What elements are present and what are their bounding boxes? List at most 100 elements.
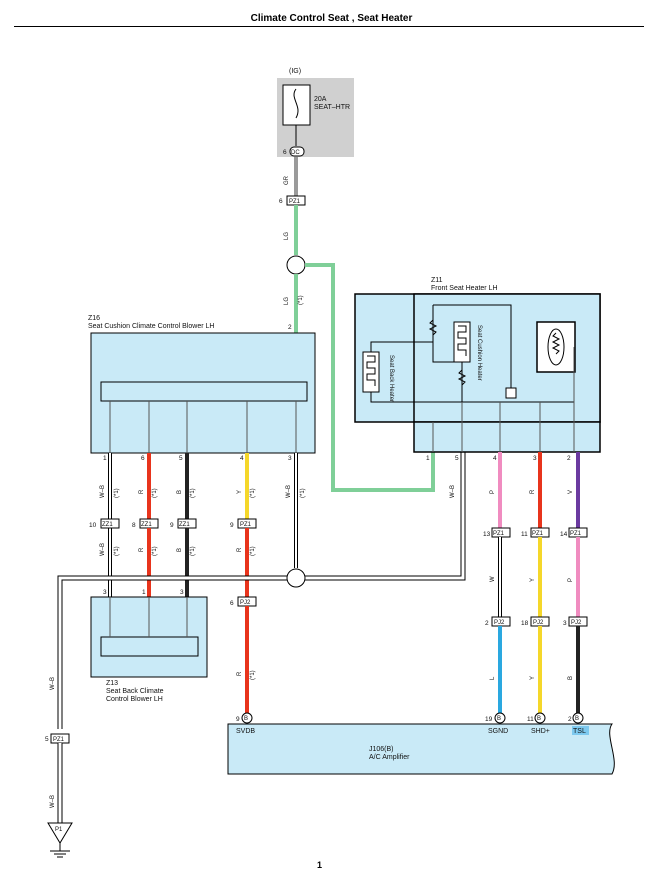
wire-lg-z11	[305, 263, 435, 492]
svg-text:W–B: W–B	[100, 543, 106, 556]
svg-text:PJ2: PJ2	[240, 600, 251, 606]
connector-pj2-6: 6 PJ2	[230, 596, 257, 607]
svg-text:Z13: Z13	[106, 680, 118, 687]
svg-text:W: W	[490, 576, 496, 582]
svg-text:Y: Y	[530, 676, 536, 680]
connector-zz1-8: 8 ZZ1	[132, 518, 159, 529]
svg-text:B: B	[537, 716, 541, 722]
svg-text:11: 11	[521, 531, 528, 538]
ground-p1: P1	[47, 822, 73, 858]
svg-text:19: 19	[485, 716, 493, 723]
page-title: Climate Control Seat , Seat Heater	[250, 13, 413, 24]
junction-top	[286, 255, 306, 275]
svg-text:W–B: W–B	[50, 677, 56, 690]
connector-pz1-9: 9 PZ1	[230, 518, 257, 529]
svg-text:3: 3	[103, 589, 107, 596]
svg-text:(*1): (*1)	[190, 488, 196, 498]
svg-text:B: B	[177, 548, 183, 552]
svg-text:SHD+: SHD+	[531, 728, 550, 735]
svg-text:Y: Y	[530, 578, 536, 582]
seat-cushion-heater-icon	[453, 321, 471, 363]
svg-text:PZ1: PZ1	[53, 737, 65, 743]
svg-text:4: 4	[493, 455, 497, 462]
switch-icon	[505, 387, 517, 399]
connector-pz1-11: 11 PZ1	[521, 527, 550, 538]
svg-text:PJ2: PJ2	[533, 620, 544, 626]
svg-text:R: R	[139, 489, 145, 494]
svg-text:2: 2	[485, 620, 489, 627]
fuse-name: SEAT–HTR	[314, 104, 350, 111]
svg-text:11: 11	[527, 716, 534, 723]
svg-text:6: 6	[279, 198, 283, 205]
svg-text:5: 5	[179, 455, 183, 462]
svg-text:3: 3	[288, 455, 292, 462]
svg-text:P: P	[568, 578, 574, 582]
title-rule	[14, 26, 644, 27]
svg-text:2: 2	[288, 324, 292, 331]
svg-text:ZZ1: ZZ1	[102, 522, 113, 528]
component-z13: 3 1 3 Z13 Seat Back Climate Control Blow…	[90, 589, 208, 703]
connector-pz1-6: 6 PZ1	[279, 195, 306, 206]
svg-text:Control Blower LH: Control Blower LH	[106, 696, 163, 703]
svg-text:Seat Cushion Climate Control B: Seat Cushion Climate Control Blower LH	[88, 323, 214, 330]
svg-text:(*1): (*1)	[152, 488, 158, 498]
svg-text:TSL: TSL	[573, 728, 586, 735]
junction-bottom	[286, 568, 306, 588]
connector-zz1-10: 10 ZZ1	[89, 518, 120, 529]
svg-text:10: 10	[89, 522, 97, 529]
wire-lg-label: LG	[284, 232, 290, 240]
svg-text:PJ2: PJ2	[571, 620, 582, 626]
svg-text:13: 13	[483, 531, 491, 538]
svg-text:9: 9	[170, 522, 174, 529]
connector-pz1-5: 5 PZ1	[45, 733, 70, 744]
page-number: 1	[317, 860, 323, 870]
svg-text:W–B: W–B	[100, 485, 106, 498]
svg-text:(*1): (*1)	[114, 488, 120, 498]
connector-pj2-18: 18 PJ2	[521, 616, 550, 627]
svg-text:PZ1: PZ1	[493, 531, 505, 537]
svg-text:B: B	[177, 490, 183, 494]
svg-text:R: R	[139, 547, 145, 552]
svg-text:B: B	[244, 716, 248, 722]
fuse-supply-label: (IG)	[289, 68, 301, 75]
svg-text:ZZ1: ZZ1	[141, 522, 152, 528]
svg-text:1: 1	[426, 455, 430, 462]
svg-text:Y: Y	[237, 490, 243, 494]
svg-text:B: B	[497, 716, 501, 722]
svg-text:5: 5	[45, 736, 49, 743]
svg-text:ZZ1: ZZ1	[179, 522, 190, 528]
svg-text:(*1): (*1)	[250, 546, 256, 556]
svg-text:4: 4	[240, 455, 244, 462]
svg-text:LG: LG	[284, 297, 290, 305]
svg-text:18: 18	[521, 620, 529, 627]
svg-text:P1: P1	[55, 827, 63, 833]
connector-pz1-13: 13 PZ1	[483, 527, 511, 538]
svg-text:PZ1: PZ1	[570, 531, 582, 537]
svg-text:L: L	[490, 676, 496, 680]
svg-text:6: 6	[141, 455, 145, 462]
svg-text:R: R	[530, 489, 536, 494]
svg-text:(*1): (*1)	[250, 488, 256, 498]
svg-text:1: 1	[142, 589, 146, 596]
svg-text:Front Seat Heater LH: Front Seat Heater LH	[431, 285, 498, 292]
seat-back-heater-icon	[362, 351, 380, 393]
svg-text:B: B	[568, 676, 574, 680]
svg-text:2: 2	[567, 455, 571, 462]
resistor-icon	[428, 319, 438, 336]
connector-zz1-9: 9 ZZ1	[170, 518, 197, 529]
svg-text:8: 8	[132, 522, 136, 529]
fuse-rating: 20A	[314, 96, 327, 103]
svg-text:2: 2	[568, 716, 572, 723]
svg-text:Seat Cushion Heater: Seat Cushion Heater	[476, 325, 482, 381]
connector-pj2-3: 3 PJ2	[563, 616, 588, 627]
svg-text:(*1): (*1)	[114, 546, 120, 556]
svg-text:(*1): (*1)	[190, 546, 196, 556]
fuse-block: (IG) 20A SEAT–HTR 6 DC	[277, 68, 354, 157]
svg-text:V: V	[568, 490, 574, 494]
wire-gr-label: GR	[284, 175, 290, 185]
svg-text:PJ2: PJ2	[494, 620, 505, 626]
svg-text:(*1): (*1)	[298, 295, 304, 305]
svg-text:(*1): (*1)	[300, 488, 306, 498]
svg-text:Seat Back Climate: Seat Back Climate	[106, 688, 164, 695]
